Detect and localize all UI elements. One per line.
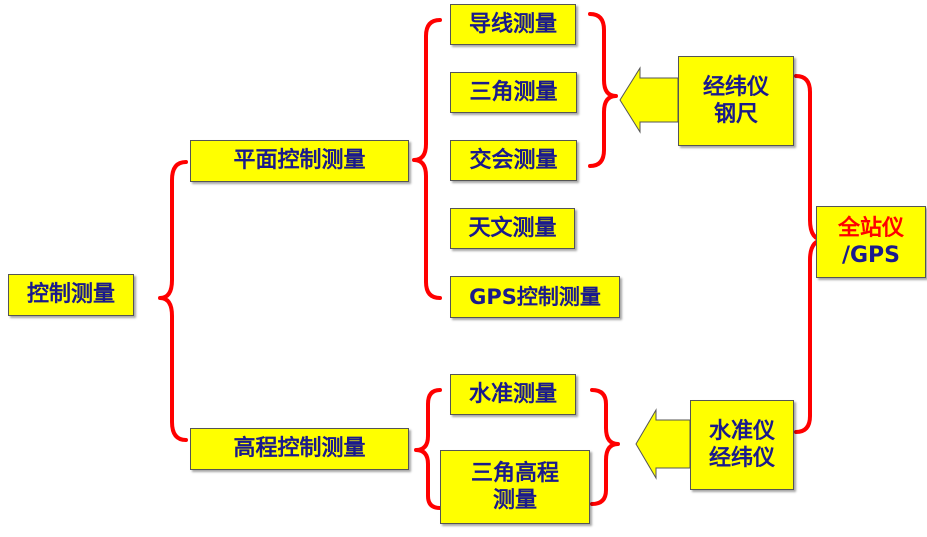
- instrument-height-line1: 水准仪: [708, 418, 775, 444]
- node-intersection: 交会测量: [450, 140, 577, 181]
- node-astronomical-label: 天文测量: [468, 215, 557, 241]
- node-height-control: 高程控制测量: [190, 428, 409, 470]
- instrument-total-station: 全站仪 /GPS: [816, 206, 926, 278]
- root-brace: [158, 160, 188, 442]
- instrument-plane-line2: 钢尺: [713, 102, 758, 127]
- arrow-bottom: [635, 408, 691, 480]
- node-trig-height: 三角高程 测量: [440, 450, 590, 524]
- height-group-brace: [590, 388, 620, 506]
- node-intersection-label: 交会测量: [469, 147, 558, 173]
- node-traverse: 导线测量: [450, 4, 576, 45]
- instrument-height-line2: 经纬仪: [708, 446, 775, 471]
- node-plane-control-label: 平面控制测量: [233, 148, 366, 174]
- node-gps-control: GPS控制测量: [450, 276, 620, 318]
- node-leveling-label: 水准测量: [468, 381, 557, 407]
- arrow-top: [619, 66, 679, 134]
- node-astronomical: 天文测量: [450, 208, 575, 249]
- node-trig-height-line1: 三角高程: [470, 460, 559, 486]
- instrument-height: 水准仪 经纬仪: [690, 400, 794, 490]
- node-gps-control-label: GPS控制测量: [469, 284, 601, 309]
- instrument-gps-label: /GPS: [841, 243, 901, 268]
- height-brace: [414, 388, 442, 510]
- node-trig-height-line2: 测量: [492, 488, 537, 513]
- node-triangulation-label: 三角测量: [469, 79, 558, 105]
- node-leveling: 水准测量: [450, 374, 576, 415]
- triangulation-group-brace: [588, 12, 618, 168]
- instrument-total-station-label: 全站仪: [837, 215, 904, 241]
- node-height-control-label: 高程控制测量: [233, 436, 366, 462]
- node-plane-control: 平面控制测量: [190, 140, 409, 182]
- instrument-plane: 经纬仪 钢尺: [678, 56, 794, 146]
- node-triangulation: 三角测量: [450, 72, 577, 113]
- instrument-plane-line1: 经纬仪: [702, 74, 769, 100]
- plane-brace: [412, 18, 442, 300]
- node-traverse-label: 导线测量: [468, 11, 557, 37]
- node-root: 控制测量: [8, 274, 134, 316]
- node-root-label: 控制测量: [26, 282, 115, 308]
